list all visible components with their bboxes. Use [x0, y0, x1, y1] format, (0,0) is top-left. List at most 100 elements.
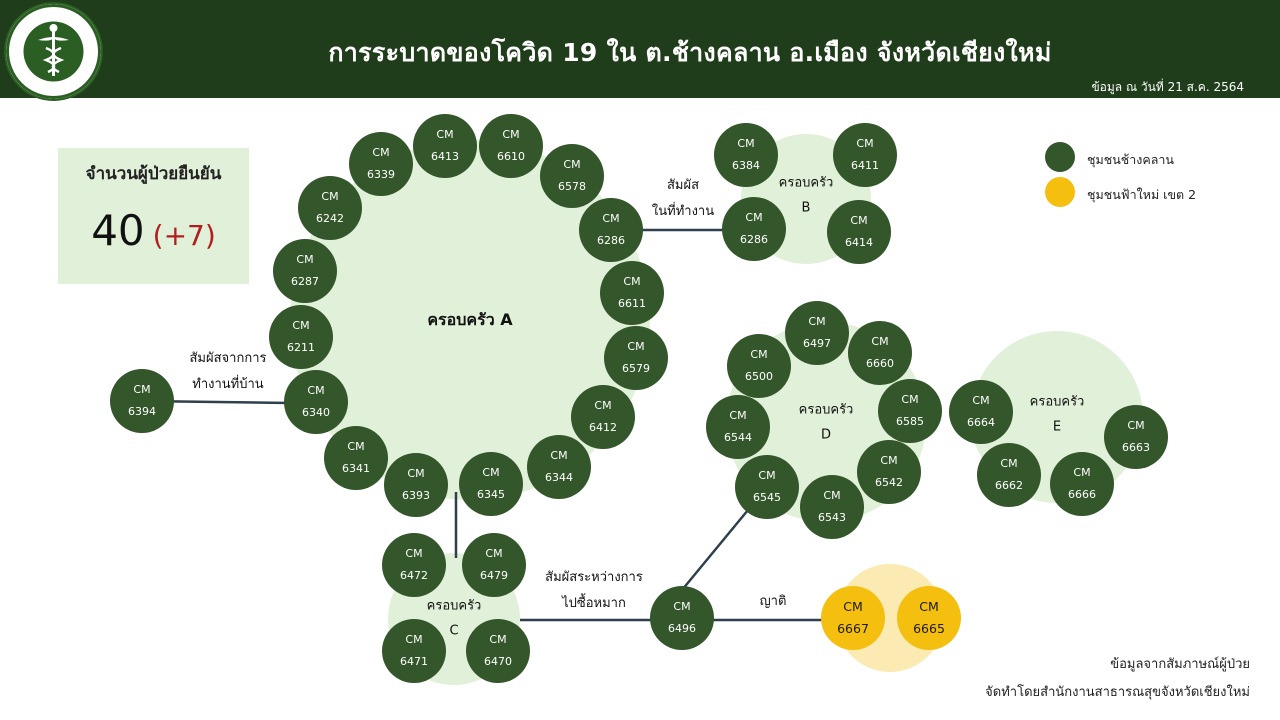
case-node-6393: [384, 453, 448, 517]
confirmed-count-value: 40(+7): [58, 206, 249, 255]
case-node-6500: [727, 334, 791, 398]
header-bar: การระบาดของโควิด 19 ใน ต.ช้างคลาน อ.เมือ…: [0, 0, 1280, 101]
case-node-6286b: [722, 197, 786, 261]
case-node-6384: [714, 123, 778, 187]
cluster-label-a: ครอบครัว A: [427, 310, 513, 329]
case-node-6496: [650, 586, 714, 650]
page-title: การระบาดของโควิด 19 ใน ต.ช้างคลาน อ.เมือ…: [328, 38, 1052, 67]
legend-label: ชุมชนฟ้าใหม่ เขต 2: [1087, 187, 1197, 202]
edge-e-6496-d: [681, 509, 749, 591]
case-node-6472: [382, 533, 446, 597]
case-node-6665: [897, 586, 961, 650]
edge-label-e-work: สัมผัสในที่ทำงาน: [652, 178, 714, 219]
case-node-6339: [349, 132, 413, 196]
count-number: 40: [91, 206, 145, 255]
case-node-6286a: [579, 198, 643, 262]
footer-credit: จัดทำโดยสำนักงานสาธารณสุขจังหวัดเชียงใหม…: [985, 685, 1250, 700]
case-node-6411: [833, 123, 897, 187]
edge-label-e-c-6496: สัมผัสระหว่างการไปซื้อหมาก: [545, 570, 643, 611]
legend-item-changkhlan: ชุมชนช้างคลาน: [1045, 142, 1245, 172]
caduceus-icon: [6, 4, 101, 99]
case-node-6542: [857, 440, 921, 504]
legend-item-famai: ชุมชนฟ้าใหม่ เขต 2: [1045, 177, 1245, 207]
case-node-6211: [269, 305, 333, 369]
case-node-6340: [284, 370, 348, 434]
case-node-6585: [878, 379, 942, 443]
case-node-6610: [479, 114, 543, 178]
case-node-6242: [298, 176, 362, 240]
legend-label: ชุมชนช้างคลาน: [1087, 152, 1174, 167]
case-node-6660: [848, 321, 912, 385]
case-node-6664: [949, 380, 1013, 444]
case-node-6414: [827, 200, 891, 264]
legend-swatch-green: [1045, 142, 1075, 172]
data-date: ข้อมูล ณ วันที่ 21 ส.ค. 2564: [1091, 80, 1244, 94]
case-node-6663: [1104, 405, 1168, 469]
case-node-6470: [466, 619, 530, 683]
case-node-6479: [462, 533, 526, 597]
case-node-6544: [706, 395, 770, 459]
case-node-6344: [527, 435, 591, 499]
case-node-6413: [413, 114, 477, 178]
case-node-6412: [571, 385, 635, 449]
case-node-6543: [800, 475, 864, 539]
case-node-6662: [977, 443, 1041, 507]
case-node-6545: [735, 455, 799, 519]
case-node-6345: [459, 452, 523, 516]
confirmed-count-label: จำนวนผู้ป่วยยืนยัน: [85, 164, 222, 184]
legend-swatch-yellow: [1045, 177, 1075, 207]
ministry-logo: [4, 2, 103, 101]
confirmed-count-box: จำนวนผู้ป่วยยืนยัน 40(+7): [58, 148, 249, 284]
count-delta: (+7): [152, 219, 216, 252]
case-node-6611: [600, 261, 664, 325]
footer-source: ข้อมูลจากสัมภาษณ์ผู้ป่วย: [1110, 657, 1250, 672]
case-node-6497: [785, 301, 849, 365]
edge-label-e-6394: สัมผัสจากการทำงานที่บ้าน: [190, 351, 267, 392]
case-node-6287: [273, 239, 337, 303]
case-node-6341: [324, 426, 388, 490]
case-node-6578: [540, 144, 604, 208]
case-node-6579: [604, 326, 668, 390]
